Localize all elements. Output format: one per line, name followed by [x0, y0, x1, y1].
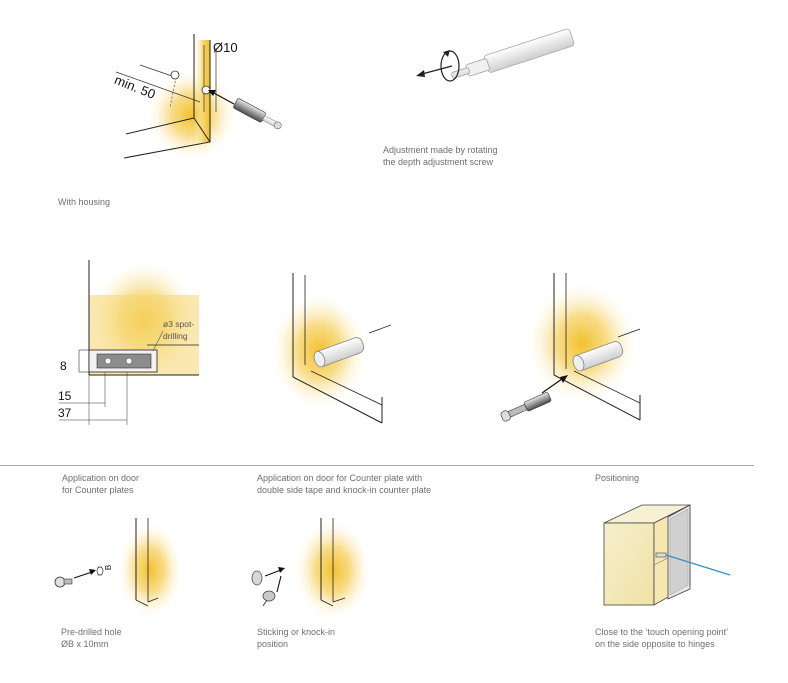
- caption-application-door: Application on door for Counter plates: [62, 473, 140, 495]
- dim-8: 8: [60, 359, 67, 373]
- figure-adjustment: [416, 28, 575, 82]
- figure-with-housing: [115, 34, 282, 160]
- caption-adjustment: Adjustment made by rotating the depth ad…: [383, 145, 498, 167]
- figure-sticking: [251, 518, 371, 620]
- caption-application-tape: Application on door for Counter plate wi…: [257, 473, 432, 495]
- dim-37: 37: [58, 406, 72, 420]
- section-divider: [0, 465, 754, 466]
- dim-b: B: [104, 564, 114, 571]
- figure-positioning: [500, 273, 641, 422]
- figure-application-door: [59, 260, 199, 425]
- rotation-arrow-icon: [440, 50, 460, 82]
- counter-plate-icon: [54, 576, 66, 588]
- label-spot-drilling: ø3 spot- drilling: [163, 319, 195, 341]
- caption-close-to: Close to the ‘touch opening point’ on th…: [595, 627, 729, 649]
- figure-predrilled: [54, 518, 182, 618]
- knock-in-plate-icon: [262, 590, 276, 602]
- caption-with-housing: With housing: [58, 197, 111, 207]
- caption-positioning: Positioning: [595, 473, 640, 483]
- figure-cabinet: [603, 504, 731, 606]
- adhesive-plate-icon: [251, 570, 263, 586]
- dim-diameter: Ø10: [213, 40, 238, 55]
- caption-predrilled: Pre-drilled hole ØB x 10mm: [61, 627, 122, 649]
- caption-sticking: Sticking or knock-in position: [257, 627, 336, 649]
- figure-application-tape: [271, 273, 392, 424]
- dim-15: 15: [58, 389, 72, 403]
